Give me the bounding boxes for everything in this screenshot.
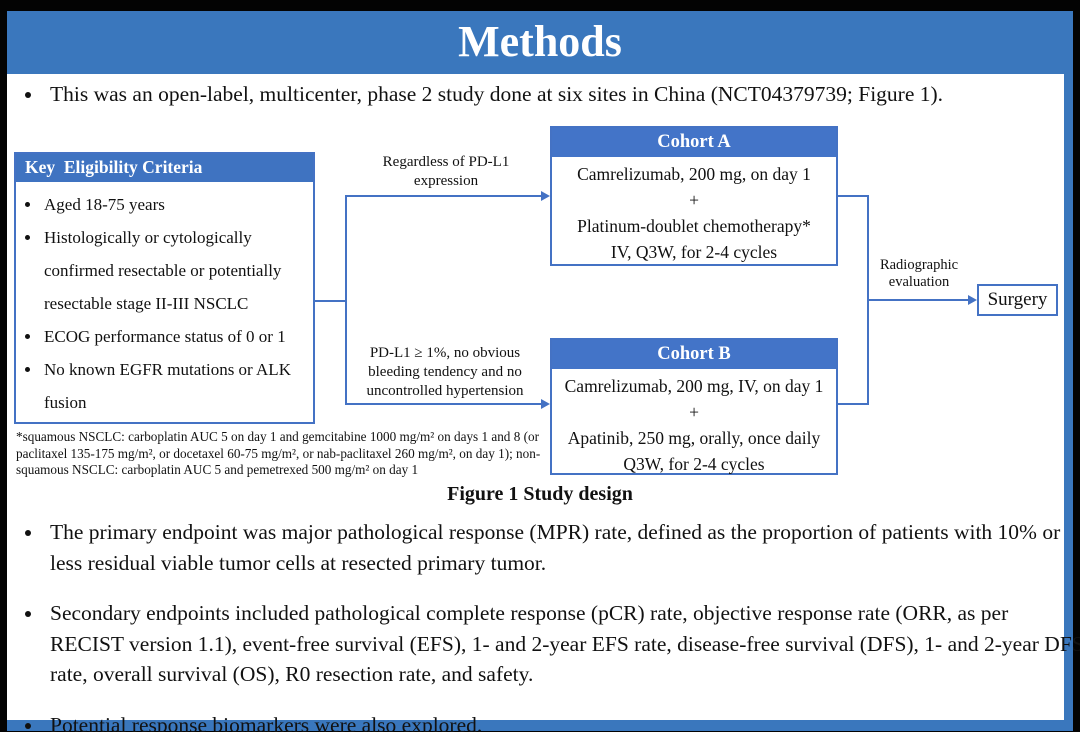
connector-to-surgery xyxy=(867,299,969,301)
page-title: Methods xyxy=(7,11,1073,74)
cohort-a-line: Platinum-doublet chemotherapy* xyxy=(577,216,811,236)
primary-endpoint-bullet: The primary endpoint was major pathologi… xyxy=(44,517,1080,578)
slide-right-border xyxy=(1064,74,1073,720)
eligibility-item: Histologically or cytologically confirme… xyxy=(42,221,313,320)
cohort-a-line: IV, Q3W, for 2-4 cycles xyxy=(610,242,778,262)
cohort-b-header: Cohort B xyxy=(552,340,836,369)
connector-eligibility-out xyxy=(315,300,346,302)
arrow-right-icon xyxy=(541,399,550,409)
intro-bullet-list: This was an open-label, multicenter, pha… xyxy=(14,80,1080,108)
endpoint-bullet-list: The primary endpoint was major pathologi… xyxy=(14,517,1080,732)
eligibility-list: Aged 18-75 years Histologically or cytol… xyxy=(16,188,313,419)
intro-bullet: This was an open-label, multicenter, pha… xyxy=(44,80,1080,108)
cohort-b-line: Camrelizumab, 200 mg, IV, on day 1 xyxy=(564,376,824,396)
cohort-b-box: Cohort B Camrelizumab, 200 mg, IV, on da… xyxy=(550,338,838,475)
connector-to-cohort-a xyxy=(345,195,542,197)
cohort-b-line: Q3W, for 2-4 cycles xyxy=(623,454,765,474)
surgery-box: Surgery xyxy=(977,284,1058,316)
cohort-b-line: Apatinib, 250 mg, orally, once daily xyxy=(567,428,821,448)
figure-footnote: *squamous NSCLC: carboplatin AUC 5 on da… xyxy=(16,429,541,478)
figure-caption: Figure 1 Study design xyxy=(447,483,633,505)
cohort-a-box: Cohort A Camrelizumab, 200 mg, on day 1 … xyxy=(550,126,838,266)
secondary-endpoints-bullet: Secondary endpoints included pathologica… xyxy=(44,598,1080,690)
cohort-a-line: Camrelizumab, 200 mg, on day 1 xyxy=(577,164,811,184)
cohort-a-body: Camrelizumab, 200 mg, on day 1 + Platinu… xyxy=(552,157,836,265)
eligibility-item: Aged 18-75 years xyxy=(42,188,313,221)
eligibility-header: Key Eligibility Criteria xyxy=(16,154,313,182)
cohort-b-line: + xyxy=(689,402,699,422)
branch-label-cohort-a: Regardless of PD-L1 expression xyxy=(382,154,510,189)
eligibility-item: ECOG performance status of 0 or 1 xyxy=(42,320,313,353)
cohort-a-header: Cohort A xyxy=(552,128,836,157)
evaluation-label: Radiographic evaluation xyxy=(879,257,959,290)
branch-label-cohort-b: PD-L1 ≥ 1%, no obvious bleeding tendency… xyxy=(366,345,524,399)
biomarkers-bullet: Potential response biomarkers were also … xyxy=(44,710,1080,732)
cohort-a-line: + xyxy=(689,190,699,210)
slide-bottom-border xyxy=(7,720,1073,731)
connector-cohort-a-out xyxy=(838,195,869,197)
connector-cohort-b-out xyxy=(838,403,869,405)
connector-left-trunk xyxy=(345,195,347,405)
arrow-right-icon xyxy=(968,295,977,305)
connector-to-cohort-b xyxy=(345,403,542,405)
arrow-right-icon xyxy=(541,191,550,201)
eligibility-item: No known EGFR mutations or ALK fusion xyxy=(42,353,313,419)
eligibility-box: Key Eligibility Criteria Aged 18-75 year… xyxy=(14,152,315,424)
cohort-b-body: Camrelizumab, 200 mg, IV, on day 1 + Apa… xyxy=(552,369,836,477)
